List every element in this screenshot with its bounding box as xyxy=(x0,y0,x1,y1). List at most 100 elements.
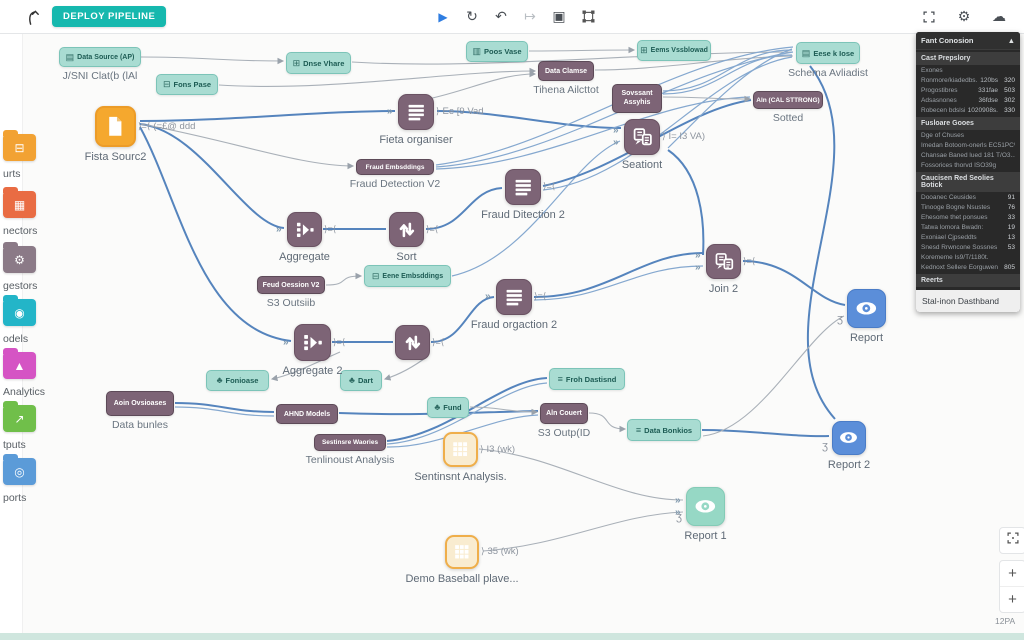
data-clamse-node[interactable]: Data Clamse xyxy=(538,61,594,81)
collapse-icon[interactable]: ▲ xyxy=(1007,36,1015,45)
fraud-detection-2-output-port[interactable]: ⟩=⟨ xyxy=(543,181,556,191)
feud-oession-v2-node[interactable]: Feud Oession V2 xyxy=(257,276,325,294)
edge xyxy=(174,402,275,413)
dnse-vhare-node[interactable]: ⊞Dnse Vhare xyxy=(286,52,351,74)
demo-baseball-node[interactable] xyxy=(445,535,479,569)
sidebar-item-odels[interactable]: ◉odels xyxy=(3,295,49,345)
transform-icon[interactable] xyxy=(577,6,599,28)
sort-2-output-port[interactable]: ⟩=⟨ xyxy=(432,336,445,347)
panel-section-header: Cast Prepslory xyxy=(916,52,1020,65)
sort-icon xyxy=(396,326,429,359)
pill-label: Eems Vssblowad xyxy=(650,47,708,54)
frame-icon[interactable]: ▣ xyxy=(552,8,566,24)
step-forward-icon[interactable]: ↦ xyxy=(524,8,536,24)
panel-title-row[interactable]: Fant Conosion ▲ xyxy=(916,32,1020,50)
settings-gear-icon[interactable]: ⚙ xyxy=(957,8,971,24)
report-1-input-port[interactable]: ʒ xyxy=(676,511,682,523)
fraud-embeddings-node[interactable]: Fraud Embsddings xyxy=(356,159,434,175)
data-source-ap-node[interactable]: ▤Data Source (AP) xyxy=(59,47,141,67)
froh-dastisnd-node[interactable]: ≡Froh Dastisnd xyxy=(549,368,625,390)
report-input-port[interactable]: ʒ xyxy=(837,313,843,325)
report-1-node[interactable] xyxy=(686,487,725,526)
aln-couert-node[interactable]: Aln Couert xyxy=(540,403,588,424)
fieta-organiser-input-port[interactable]: » xyxy=(387,106,393,117)
deploy-pipeline-button[interactable]: DEPLOY PIPELINE xyxy=(52,6,167,27)
poos-vase-node[interactable]: ▥Poos Vase xyxy=(466,41,528,62)
join-2-output-port[interactable]: ⟩=⟨ xyxy=(743,255,756,266)
fieta-organiser-node[interactable] xyxy=(398,94,434,130)
join-2-node[interactable] xyxy=(706,244,741,279)
fraud-detection-2-node[interactable] xyxy=(505,169,541,205)
fista-sourc2-node[interactable] xyxy=(95,106,136,147)
fraud-orgaction-2-output-port[interactable]: ⟩=⟨ xyxy=(534,291,547,301)
seationt-output-port[interactable]: ⟩I= I3 VA) xyxy=(662,131,706,142)
sidebar-item-urts[interactable]: ⊟urts xyxy=(3,130,49,180)
feud-oession-v2-sublabel: S3 Outsiib xyxy=(266,297,316,309)
sentiment-analysis-output-port[interactable]: ⟩I3 (wk) xyxy=(480,443,516,455)
fund-node[interactable]: ♣Fund xyxy=(427,397,469,418)
panel-stat-row: Tatwa lomora Bwadn:19 xyxy=(921,223,1015,231)
join-2-input-port[interactable]: »» xyxy=(695,249,701,273)
sestinsre-waories-node[interactable]: Sestinsre Waories xyxy=(314,434,386,451)
fraud-orgaction-2-node[interactable] xyxy=(496,279,532,315)
media-icon: ⊟ xyxy=(3,130,36,161)
edge xyxy=(386,377,548,442)
fista-sourc2-output-port[interactable]: ⟩=⟨(=£@ ddd xyxy=(138,120,196,132)
undo-icon[interactable]: ↶ xyxy=(495,8,507,24)
data-source-ap-sublabel: J/SNI Clat(b (lAl xyxy=(62,70,138,82)
zoom-out-button[interactable]: + xyxy=(1008,591,1017,608)
sort-output-port[interactable]: ⟩=⟨ xyxy=(426,223,439,234)
fonioase-node[interactable]: ♣Fonioase xyxy=(206,370,269,391)
report-node[interactable] xyxy=(847,289,886,328)
refresh-icon[interactable]: ↻ xyxy=(466,8,478,24)
fons-pase-node[interactable]: ⊟Fons Pase xyxy=(156,74,218,95)
panel-footer-item[interactable]: Stal-inon Dasthband xyxy=(916,290,1020,312)
aggregate-2-input-port[interactable]: » xyxy=(283,336,289,348)
edge xyxy=(667,149,705,256)
aln-cal-sttrong-node[interactable]: Aln (CAL STTRONG) xyxy=(753,91,823,109)
aggregate-2-output-port[interactable]: ⟩=⟨ xyxy=(333,336,346,347)
sidebar-item-nectors[interactable]: ▦nectors xyxy=(3,187,49,237)
panel-stat-row: Imedan Botoom-onerls EC51PC%. xyxy=(921,141,1015,149)
sidebar-item-gestors[interactable]: ⚙gestors xyxy=(3,242,49,292)
cloud-sync-icon[interactable]: ☁ xyxy=(992,8,1006,24)
report-1-input-port[interactable]: »» xyxy=(675,494,681,518)
report-2-input-port[interactable]: ʒ xyxy=(822,440,828,452)
fieta-organiser-output-port[interactable]: ⟩Ee [9 Vad xyxy=(436,106,484,117)
aggregate-output-port[interactable]: ⟩=⟨ xyxy=(324,223,337,234)
sort-2-node[interactable] xyxy=(395,325,430,360)
play-icon[interactable]: ▶ xyxy=(438,9,448,24)
port-label: I= I3 VA) xyxy=(668,131,706,142)
upload-arrow-icon[interactable] xyxy=(22,6,44,28)
fit-view-button[interactable] xyxy=(999,527,1024,554)
seationt-node[interactable] xyxy=(624,119,660,155)
eese-k-iose-node[interactable]: ▤Eese k Iose xyxy=(796,42,860,64)
sidebar-item-ports[interactable]: ◎ports xyxy=(3,454,49,504)
sidebar-item-tputs[interactable]: ↗tputs xyxy=(3,401,49,451)
panel-stat-row: Exones xyxy=(921,66,943,74)
port-label: 35 (wk) xyxy=(487,546,519,557)
aggregate-input-port[interactable]: » xyxy=(276,223,282,235)
eene-embeddings-node[interactable]: ⊟Eene Embsddings xyxy=(364,265,451,287)
eese-k-iose-icon: ▤ xyxy=(801,47,811,58)
fraud-orgaction-2-input-port[interactable]: » xyxy=(485,291,491,302)
sort-node[interactable] xyxy=(389,212,424,247)
ahnd-models-node[interactable]: AHND Models xyxy=(276,404,338,424)
aggregate-2-node[interactable] xyxy=(294,324,331,361)
seationt-input-port[interactable]: »» xyxy=(613,125,619,148)
data-bonkios-node[interactable]: ≡Data Bonkios xyxy=(627,419,701,441)
aoin-ovsioases-node[interactable]: Aoin Ovsioases xyxy=(106,391,174,416)
zoom-in-button[interactable]: + xyxy=(1000,561,1024,587)
aggregate-node[interactable] xyxy=(287,212,322,247)
sentiment-analysis-node[interactable] xyxy=(443,432,478,467)
eems-vssblowad-node[interactable]: ⊞Eems Vssblowad xyxy=(637,40,711,61)
fraud-orgaction-2-label: Fraud orgaction 2 xyxy=(470,319,558,331)
report-2-node[interactable] xyxy=(832,421,866,455)
demo-baseball-output-port[interactable]: ⟩35 (wk) xyxy=(481,546,519,557)
dart-node[interactable]: ♣Dart xyxy=(340,370,382,391)
sidebar-item-Analytics[interactable]: ▲Analytics xyxy=(3,348,49,398)
panel-section-header: Reerts xyxy=(916,274,1020,287)
fullscreen-icon[interactable] xyxy=(918,6,940,28)
